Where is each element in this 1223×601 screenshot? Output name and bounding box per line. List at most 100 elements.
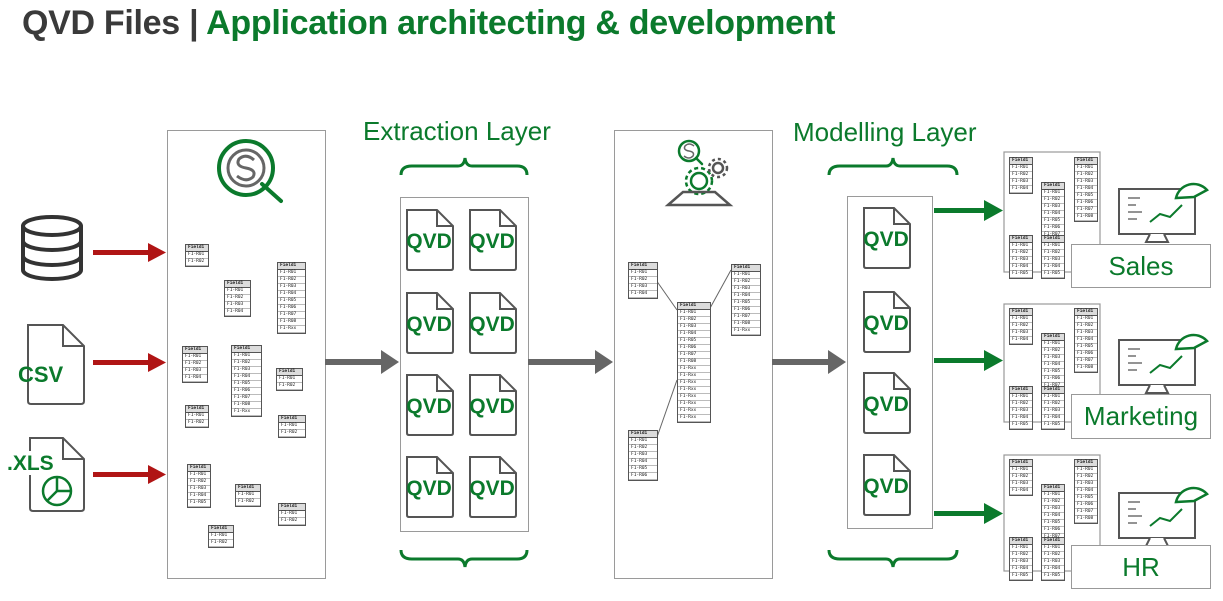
qvd-label: QVD (863, 228, 909, 251)
field-table-row: F1-R03 (1010, 408, 1032, 415)
field-table-row: F1-R03 (1042, 559, 1064, 566)
field-table-row: F1-R04 (732, 293, 760, 300)
field-table-row: F1-R02 (1075, 323, 1097, 330)
field-table-row: F1-R04 (1010, 566, 1032, 573)
xls-label: .XLS (7, 452, 54, 475)
field-table-row: F1-R03 (1010, 257, 1032, 264)
field-table-header: Field1 (232, 346, 261, 353)
field-table-row: F1-R05 (1042, 422, 1064, 429)
gauge-icons (1174, 182, 1209, 504)
field-table-row: F1-R01 (1010, 467, 1032, 474)
field-table-row: F1-R05 (1075, 344, 1097, 351)
qvd-label: QVD (469, 230, 515, 253)
field-table-row: F1-R06 (629, 473, 657, 480)
field-table-row: F1-R04 (278, 291, 305, 298)
field-table-row: F1-R06 (232, 388, 261, 395)
field-table-row: F1-R04 (1010, 264, 1032, 271)
qvd-label: QVD (406, 395, 452, 418)
field-table-row: F1-R04 (188, 493, 210, 500)
field-table-row: F1-R01 (209, 533, 233, 540)
field-table-row: F1-R07 (1075, 509, 1097, 516)
field-table-row: F1-R03 (678, 324, 710, 331)
field-table-row: F1-R01 (629, 438, 657, 445)
field-table-row: F1-R02 (188, 479, 210, 486)
field-table-header: Field1 (1075, 309, 1097, 316)
modelling-layer-label: Modelling Layer (793, 117, 977, 147)
field-table-row: F1-R04 (1010, 337, 1032, 344)
field-table-row: F1-R01 (1010, 316, 1032, 323)
field-table-row: F1-R02 (1010, 172, 1032, 179)
field-table-row: F1-R02 (186, 420, 208, 427)
qvd-label: QVD (863, 393, 909, 416)
field-table-row: F1-R03 (1042, 204, 1064, 211)
field-table-row: F1-R03 (732, 286, 760, 293)
field-table-header: Field1 (188, 465, 210, 472)
field-table-row: F1-R04 (1042, 566, 1064, 573)
qlik-logo-s (226, 148, 266, 188)
field-table-row: F1-R01 (232, 353, 261, 360)
field-table-row: F1-R01 (1042, 394, 1064, 401)
field-table-row: F1-R02 (1042, 250, 1064, 257)
field-table-row: F1-R01 (277, 376, 302, 383)
field-table-row: F1-R06 (678, 345, 710, 352)
qvd-file-icon: QVD (403, 208, 455, 271)
field-table-row: F1-R05 (1042, 520, 1064, 527)
field-table-row: F1-R07 (678, 352, 710, 359)
field-table-row: F1-R06 (1042, 376, 1064, 383)
qvd-file-icon: QVD (466, 208, 518, 271)
field-table-row: F1-R02 (209, 540, 233, 547)
field-table-header: Field1 (1075, 460, 1097, 467)
field-table-row: F1-R08 (1075, 516, 1097, 523)
app-title-marketing: Marketing (1071, 394, 1211, 439)
field-table-header: Field1 (279, 504, 305, 511)
field-table-header: Field1 (732, 265, 760, 272)
field-table-row: F1-R02 (1075, 474, 1097, 481)
field-table-row: F1-Rxx (678, 366, 710, 373)
field-table-row: F1-Rxx (678, 394, 710, 401)
field-table-row: F1-R06 (1075, 200, 1097, 207)
field-table-row: F1-R04 (1042, 415, 1064, 422)
field-table-row: F1-R02 (1042, 499, 1064, 506)
field-table-row: F1-Rxx (278, 326, 305, 333)
qvd-label: QVD (863, 312, 909, 335)
extraction-layer-label: Extraction Layer (363, 116, 551, 146)
field-table-row: F1-R05 (232, 381, 261, 388)
field-table-header: Field1 (629, 431, 657, 438)
field-table-row: F1-R01 (1010, 545, 1032, 552)
field-table-row: F1-R08 (278, 319, 305, 326)
field-table-header: Field1 (236, 485, 260, 492)
title-part1: QVD Files (22, 4, 180, 42)
qvd-file-icon: QVD (860, 290, 912, 353)
qvd-file-icon: QVD (466, 373, 518, 436)
field-table-row: F1-R01 (236, 492, 260, 499)
qvd-file-icon: QVD (403, 291, 455, 354)
field-table-header: Field1 (1042, 485, 1064, 492)
field-table-row: F1-R01 (1042, 190, 1064, 197)
field-table-row: F1-Rxx (732, 328, 760, 335)
field-table-row: F1-R02 (277, 383, 302, 390)
field-table-row: F1-R02 (186, 259, 208, 266)
field-table-row: F1-R01 (1042, 243, 1064, 250)
field-table-row: F1-R07 (232, 395, 261, 402)
field-table-row: F1-R04 (1042, 513, 1064, 520)
field-table-row: F1-R08 (232, 402, 261, 409)
field-table-row: F1-R02 (225, 295, 250, 302)
field-table-row: F1-R05 (1010, 422, 1032, 429)
field-table-row: F1-R02 (629, 445, 657, 452)
field-table-row: F1-R05 (1010, 573, 1032, 580)
field-table-row: F1-R01 (1075, 165, 1097, 172)
app-arrows (934, 200, 1003, 524)
